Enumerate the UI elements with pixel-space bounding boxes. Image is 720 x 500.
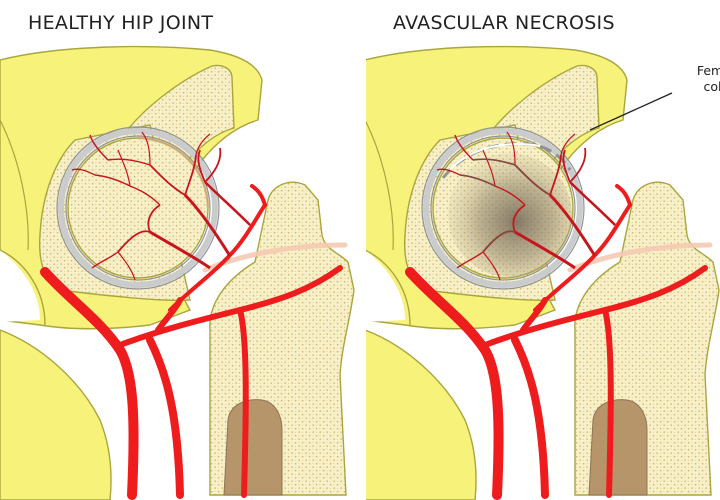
healthy-joint-figure [0,47,354,500]
title-avascular-necrosis: AVASCULAR NECROSIS [393,12,615,34]
callout-femoral-collapse: Femoral collap [662,63,720,95]
callout-line-2: collap [703,79,720,94]
callout-leader-line [589,92,673,131]
title-healthy-hip: HEALTHY HIP JOINT [28,12,214,34]
necrotic-region [448,153,572,277]
necrosis-joint-figure [365,47,719,500]
panel-divider [358,40,366,500]
callout-line-1: Femoral [696,63,720,78]
